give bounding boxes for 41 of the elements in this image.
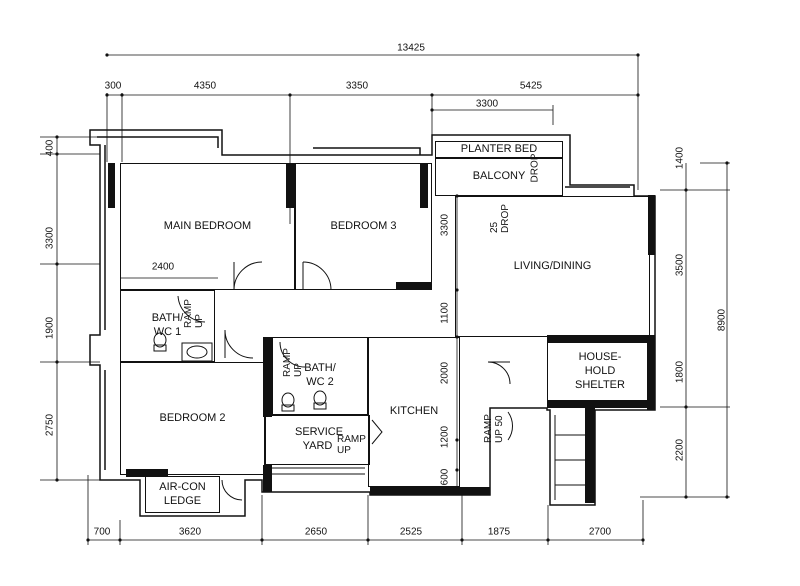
dimension-label: 1100 [440, 302, 450, 324]
dimension-label: 2000 [440, 362, 450, 384]
dimension-label: 1800 [674, 360, 686, 384]
dimension-label: 3350 [346, 80, 368, 92]
room-name: MAIN BEDROOM [164, 220, 252, 234]
dimension-label: 3500 [674, 254, 686, 276]
room-name: BATH/ WC 2 [303, 362, 337, 390]
dimension-label: 1875 [488, 526, 510, 538]
dimension-label: 8900 [716, 308, 728, 332]
room-name: LIVING/DINING [514, 260, 592, 274]
dimension-label: 2400 [152, 262, 174, 272]
dimension-label: 3300 [440, 214, 450, 236]
annotation-label: RAMP UP [282, 347, 304, 377]
dimension-label: 5425 [520, 80, 542, 92]
dimension-label: 1900 [44, 316, 56, 340]
room-name: KITCHEN [390, 405, 438, 419]
annotation-label: 25 DROP [489, 203, 511, 233]
dimension-label: 2700 [588, 526, 612, 538]
dimension-label: 1400 [674, 146, 686, 170]
room-name: BALCONY [472, 170, 526, 184]
dimension-label: 400 [44, 140, 56, 156]
room-name: BEDROOM 3 [330, 220, 396, 234]
dimension-label: 2200 [674, 438, 686, 462]
room-name: HOUSE-HOLD SHELTER [574, 351, 626, 393]
dimension-label: 300 [104, 80, 122, 92]
dimension-label: 4350 [194, 80, 216, 92]
dimension-label: 1200 [440, 426, 450, 448]
dimension-label: 3300 [476, 98, 498, 110]
annotation-label: RAMP UP [183, 298, 205, 328]
dimension-label: 3620 [178, 526, 202, 538]
room-name: AIR-CON LEDGE [158, 480, 207, 508]
dimension-label: 3300 [44, 226, 56, 250]
dimension-label: 2750 [44, 414, 56, 436]
dimension-label: 13425 [397, 42, 425, 54]
room-name: BEDROOM 2 [159, 412, 226, 426]
dimension-label: 2525 [400, 526, 422, 538]
room-name: PLANTER BED [460, 142, 538, 155]
dimension-label: 700 [94, 526, 110, 538]
dimension-label: 600 [440, 468, 450, 486]
annotation-label: RAMP UP [337, 434, 367, 456]
dimension-label: 2650 [304, 526, 328, 538]
